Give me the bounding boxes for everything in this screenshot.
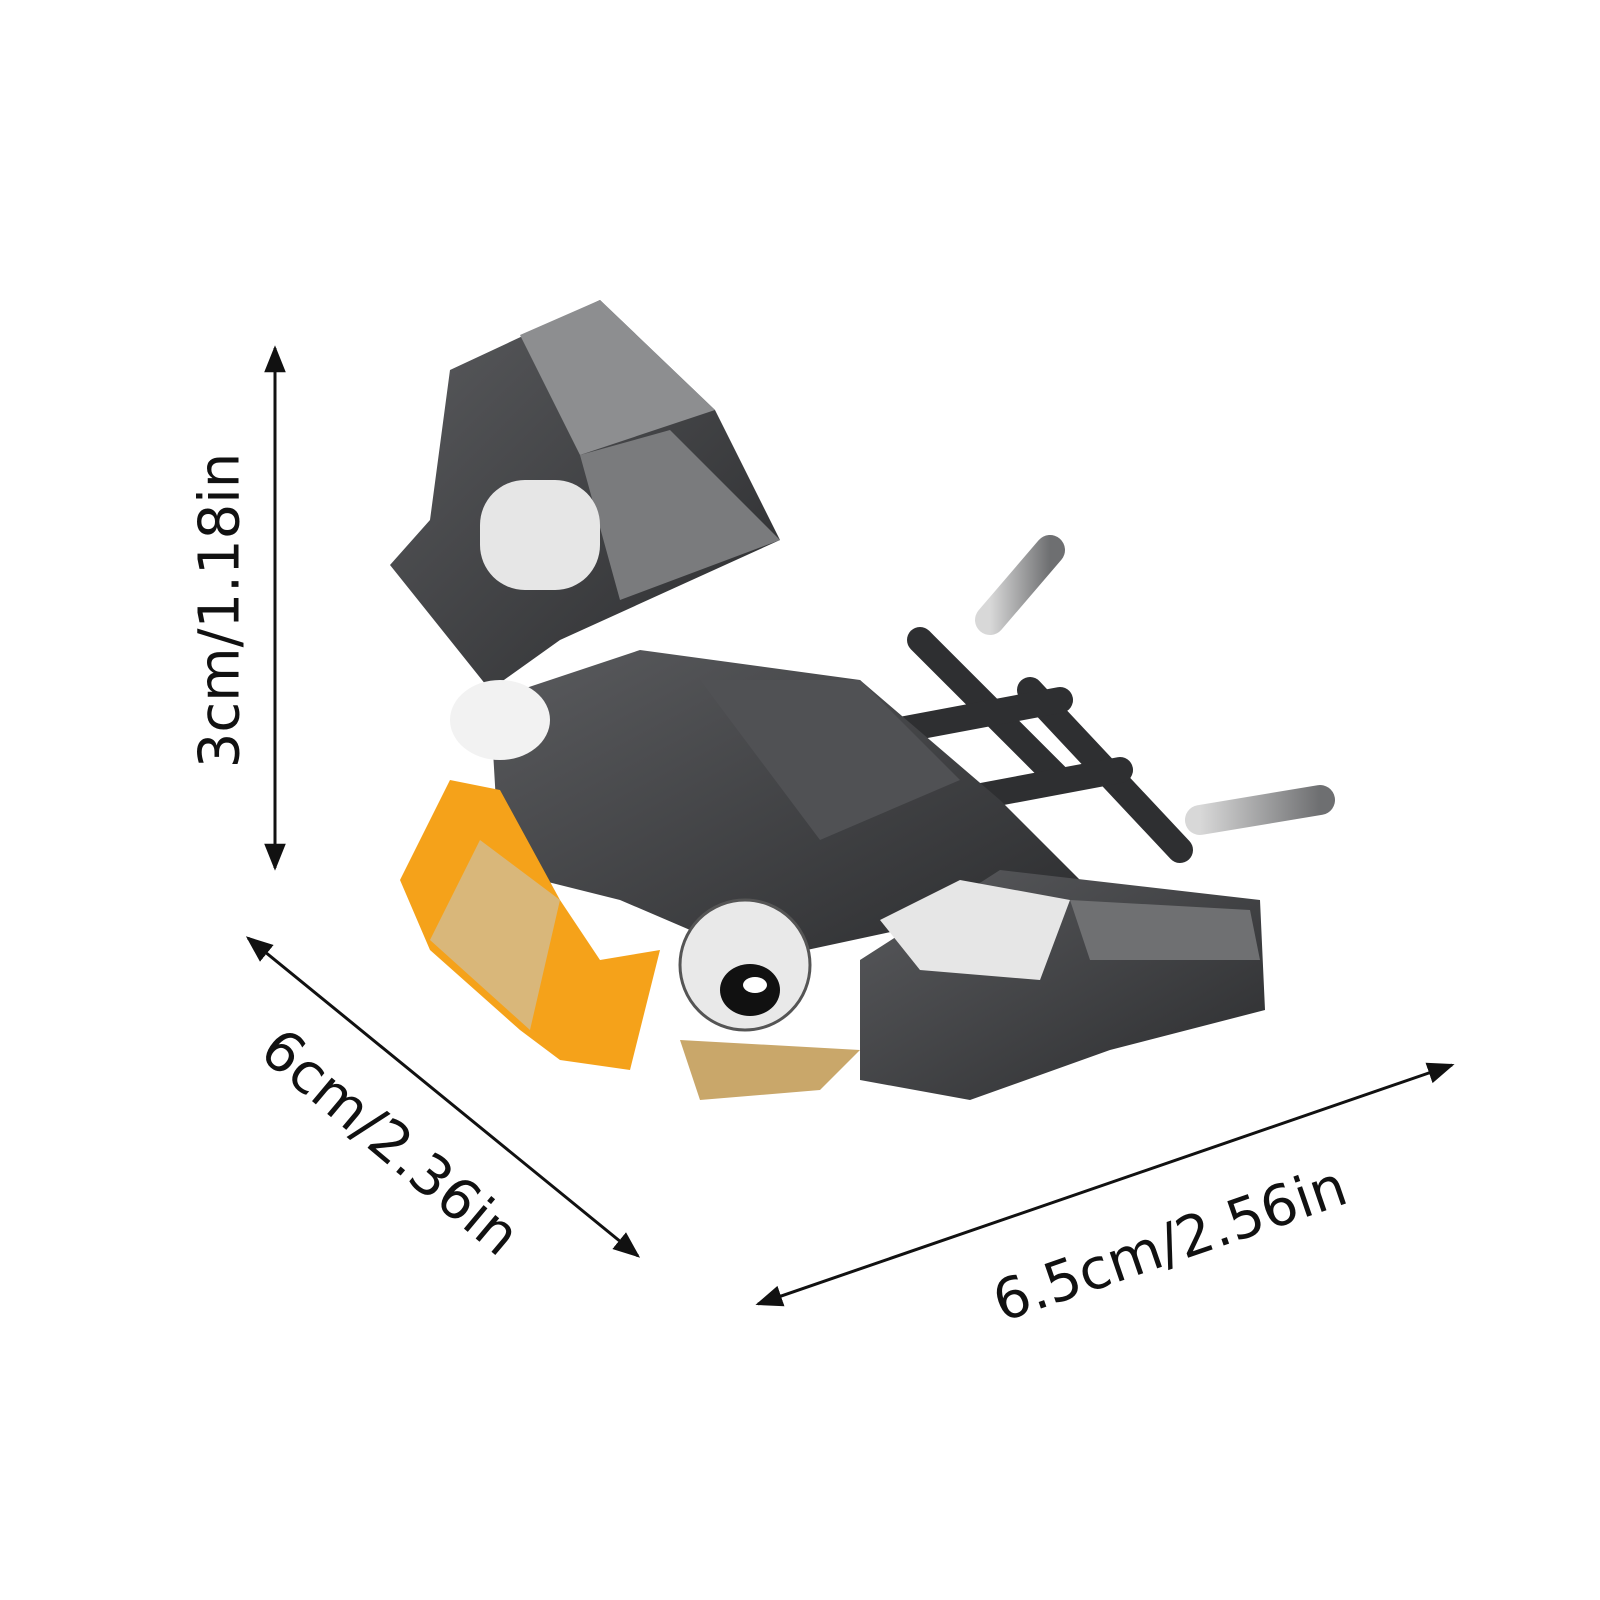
brick-bird-model [390, 300, 1335, 1100]
width-arrow [755, 1062, 1455, 1307]
depth-arrow [245, 936, 641, 1258]
height-dimension-label: 3cm/1.18in [187, 452, 253, 769]
